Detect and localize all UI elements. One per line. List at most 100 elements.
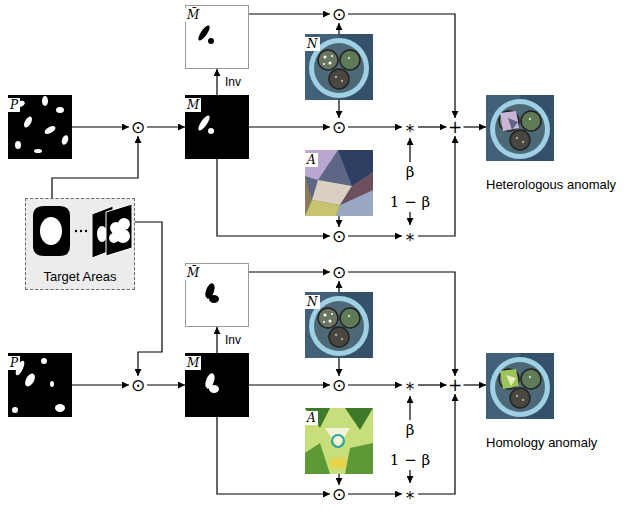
operator-sign: ⊙ <box>131 377 145 394</box>
operator-sign: ⊙ <box>332 6 346 23</box>
heterologous-row-art <box>8 95 72 159</box>
image-panel: M̄ <box>185 5 249 69</box>
target-areas-art <box>109 233 119 243</box>
output-image-area <box>486 353 554 419</box>
operator-symbol: * <box>402 376 418 394</box>
image-letter: A <box>305 411 318 425</box>
target-areas-art <box>85 230 87 232</box>
flow-arrow <box>216 327 217 353</box>
flow-arrow <box>464 126 487 127</box>
operator-symbol: ⊙ <box>330 5 348 23</box>
heterologous-row-art <box>486 95 554 161</box>
heterologous-row-art <box>208 128 214 134</box>
edge-label: Inv <box>224 75 242 89</box>
heterologous-row-art <box>43 124 56 135</box>
target-areas-art <box>25 198 135 290</box>
heterologous-row-art <box>409 138 410 162</box>
weight-label: 1 − β <box>389 452 431 468</box>
flow-arrow <box>147 126 185 127</box>
flow-arrow <box>216 69 217 95</box>
output-image: Homology anomaly <box>486 353 597 450</box>
box-title: Target Areas <box>44 269 117 284</box>
operator-symbol: + <box>447 118 464 136</box>
heterologous-row-art <box>340 172 373 205</box>
flow-arrow <box>338 216 339 227</box>
flow-arrow <box>52 136 138 198</box>
target-areas-art <box>106 204 132 256</box>
flow-arrow <box>249 271 330 272</box>
output-image-area <box>486 95 554 161</box>
flow-arrow <box>135 222 162 376</box>
heterologous-row-art <box>305 150 338 180</box>
heterologous-row-art <box>60 134 69 145</box>
homology-row-art <box>305 408 373 474</box>
weight-label: 1 − β <box>389 194 431 210</box>
homology-row-art <box>41 358 47 364</box>
operator-sign: * <box>406 123 415 140</box>
flow-arrow <box>418 136 455 236</box>
heterologous-row-art <box>500 111 519 131</box>
heterologous-row-art <box>508 118 518 130</box>
flow-arrow <box>418 384 447 385</box>
homology-row-art <box>332 435 344 447</box>
operator-symbol: ⊙ <box>330 263 348 281</box>
image-panel: M <box>185 95 249 159</box>
operator-sign: ⊙ <box>332 377 346 394</box>
flow-arrow <box>147 384 185 385</box>
image-panel: N <box>305 34 373 100</box>
heterologous-row-art <box>34 149 42 153</box>
homology-row-art <box>305 408 330 428</box>
flow-arrow <box>348 384 402 385</box>
target-areas-art <box>80 230 82 232</box>
image-letter: M̄ <box>185 266 201 280</box>
edge-label: Inv <box>224 333 242 347</box>
heterologous-row-art <box>14 96 69 153</box>
operator-sign: + <box>448 119 462 136</box>
flow-arrow <box>338 281 339 292</box>
flow-arrow <box>338 474 339 485</box>
image-letter: M̄ <box>185 8 201 22</box>
homology-row-art <box>8 353 72 417</box>
homology-row-art <box>305 443 330 474</box>
homology-row-art <box>486 353 554 419</box>
operator-symbol: ⊙ <box>330 485 348 503</box>
image-panel: M̄ <box>185 263 249 327</box>
target-areas-art <box>33 206 70 256</box>
heterologous-row-art <box>208 38 214 44</box>
homology-row-art <box>23 372 37 388</box>
image-panel: P <box>8 353 72 417</box>
output-image: Heterologous anomaly <box>486 95 616 192</box>
image-panel: M <box>185 353 249 417</box>
output-caption: Heterologous anomaly <box>486 177 616 192</box>
heterologous-row-art <box>305 34 373 100</box>
homology-row-art <box>409 396 410 420</box>
image-letter: M <box>185 98 201 112</box>
flow-arrow <box>348 126 402 127</box>
heterologous-row-art <box>409 212 410 225</box>
operator-symbol: * <box>402 118 418 136</box>
heterologous-row-art <box>42 96 48 106</box>
weight-label: β <box>405 422 416 438</box>
flow-arrow <box>249 13 330 14</box>
homology-row-art <box>500 369 519 389</box>
weight-label: β <box>405 164 416 180</box>
homology-row-art <box>325 428 350 448</box>
heterologous-row-art <box>186 6 249 69</box>
flow-arrow <box>464 384 487 385</box>
operator-sign: ⊙ <box>332 486 346 503</box>
homology-row-art <box>305 292 373 358</box>
flow-arrow <box>348 493 402 494</box>
heterologous-row-art <box>22 115 33 128</box>
heterologous-row-art <box>8 6 554 226</box>
operator-symbol: * <box>402 485 418 503</box>
image-letter: P <box>8 98 20 112</box>
flow-arrow <box>338 358 339 376</box>
operator-sign: ⊙ <box>332 228 346 245</box>
image-panel: N <box>305 292 373 358</box>
image-letter: A <box>305 153 318 167</box>
homology-row-art <box>409 470 410 483</box>
image-letter: P <box>8 356 20 370</box>
